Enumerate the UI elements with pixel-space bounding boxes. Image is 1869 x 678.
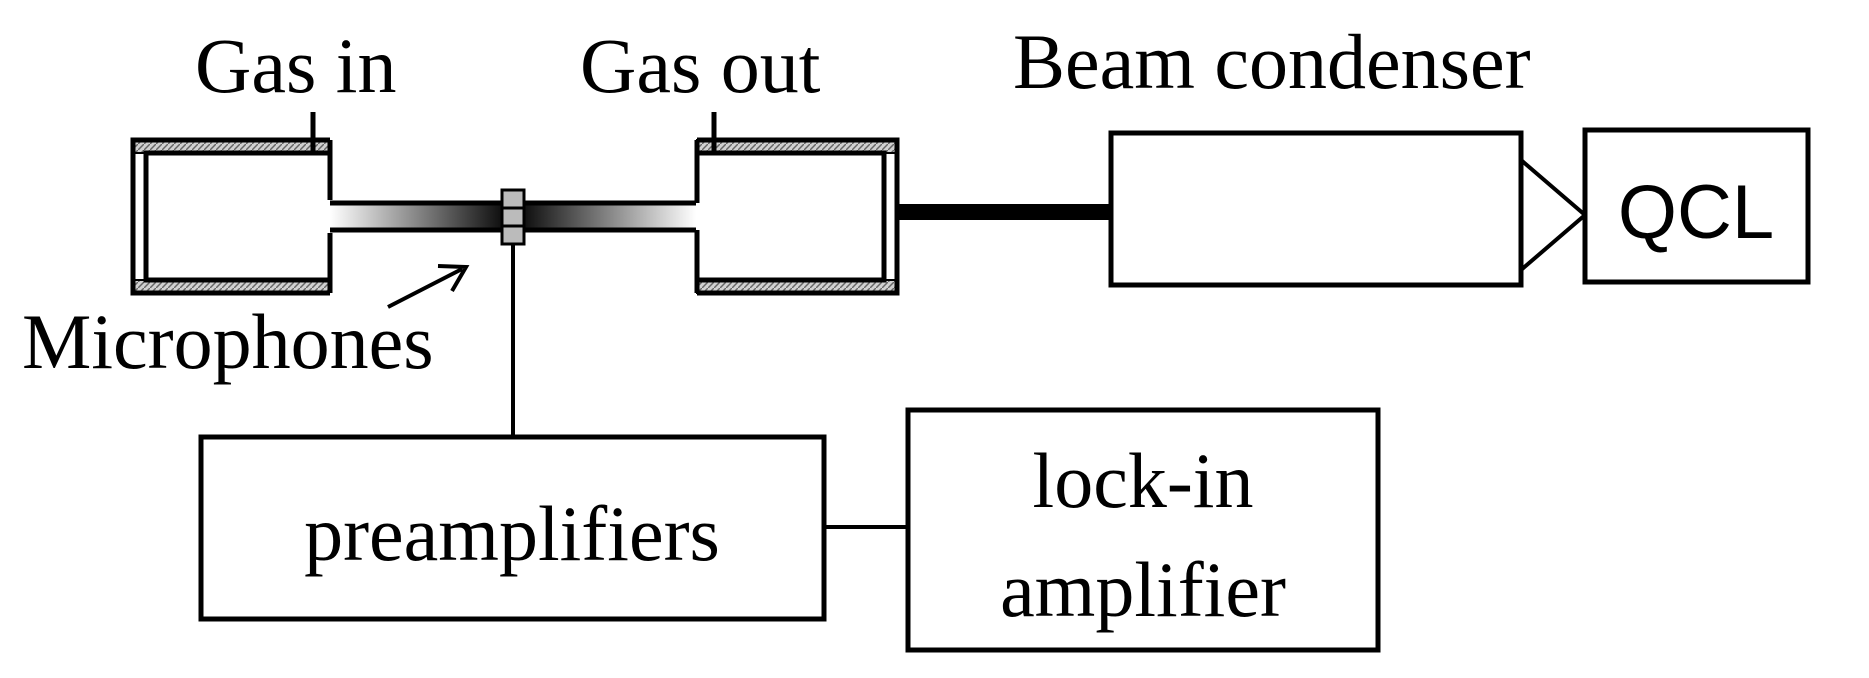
condenser-cone — [1519, 158, 1589, 272]
left-buffer-volume — [130, 137, 333, 296]
preamplifiers-label: preamplifiers — [304, 490, 720, 577]
microphones-element — [500, 188, 526, 246]
right-buffer-volume — [694, 137, 900, 296]
gas-in-label: Gas in — [195, 22, 396, 109]
qcl-label: QCL — [1618, 170, 1774, 255]
qcl-box — [1582, 127, 1811, 285]
beam-condenser-box — [1108, 130, 1524, 288]
lock-in-amplifier-box — [905, 407, 1381, 653]
lock-in-label-line2: amplifier — [1000, 546, 1286, 633]
gas-out-label: Gas out — [580, 22, 821, 109]
microphones-label: Microphones — [22, 298, 434, 385]
lock-in-label-line1: lock-in — [1033, 437, 1254, 524]
microphones-arrow — [387, 264, 470, 309]
preamplifiers-box — [198, 434, 827, 622]
beam-condenser-label: Beam condenser — [1013, 18, 1531, 105]
